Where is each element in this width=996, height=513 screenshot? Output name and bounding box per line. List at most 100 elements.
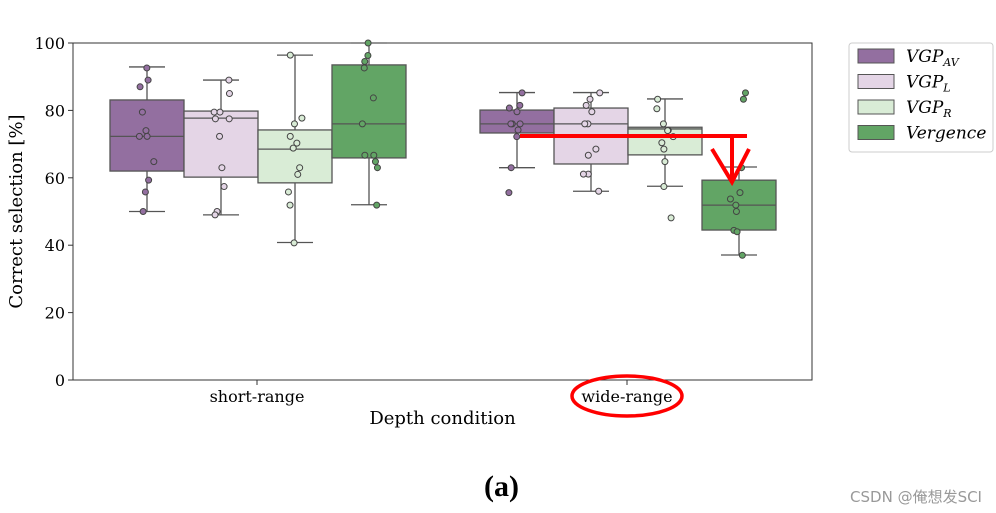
data-point [581,120,589,128]
data-point [364,51,372,59]
data-point [286,201,294,209]
data-point [298,114,306,122]
legend-swatch [857,74,895,89]
data-point [658,139,666,147]
data-point [654,95,662,103]
data-point [286,132,294,140]
data-point [143,64,151,72]
data-point [516,101,524,109]
data-point [225,90,233,98]
data-point [653,105,661,113]
legend-label: Vergence [906,124,986,144]
data-point [660,145,668,153]
data-point [516,120,524,128]
data-point [290,120,298,128]
data-point [290,239,298,247]
y-tick-label: 40 [45,236,65,255]
data-point [225,76,233,84]
legend-label: VGPAV [906,47,960,69]
data-point [371,158,379,166]
legend-swatch [857,125,895,140]
data-point [513,108,521,116]
data-point [138,108,146,116]
data-point [659,120,667,128]
data-point [150,158,158,166]
legend-swatch [857,99,895,115]
data-point [294,170,302,178]
data-point [210,108,218,116]
annotation-arrow-head [710,147,751,187]
x-tick-label: short-range [210,387,305,406]
data-point [661,158,669,166]
watermark: CSDN @俺想发SCI [850,488,982,506]
data-point [369,94,377,102]
data-point [588,108,596,116]
data-point [507,164,515,172]
data-point [741,89,749,97]
data-point [216,108,224,116]
data-point [216,132,224,140]
data-point [218,164,226,172]
data-point [144,76,152,84]
data-point [507,120,515,128]
plot-frame [72,42,813,381]
data-point [360,64,368,72]
data-point [736,189,744,197]
data-point [505,104,513,112]
data-point [596,89,604,97]
legend-label: VGPL [906,73,951,95]
data-point [225,115,233,123]
data-point [370,151,378,159]
data-point [518,89,526,97]
data-point [145,176,153,184]
data-point [579,170,587,178]
data-point [220,183,228,191]
box-vgp-l [183,110,259,178]
y-tick-label: 80 [45,101,65,120]
data-point [513,133,521,141]
data-point [361,58,369,66]
legend-label: VGPR [906,98,952,120]
figure-caption: (a) [484,470,519,503]
data-point [286,51,294,59]
data-point [726,195,734,203]
data-point [296,164,304,172]
data-point [373,201,381,209]
data-point [595,187,603,195]
data-point [733,228,741,236]
data-point [582,101,590,109]
data-point [667,214,675,222]
data-point [284,188,292,196]
legend-swatch [857,48,895,64]
data-point [664,127,672,135]
data-point [373,164,381,172]
data-point [136,83,144,91]
x-axis-label: Depth condition [369,408,516,429]
data-point [289,144,297,152]
data-point [739,95,747,103]
data-point [143,132,151,140]
y-axis-label: Correct selection [%] [6,114,27,308]
data-point [141,188,149,196]
data-point [142,127,150,135]
data-point [732,208,740,215]
legend-box [848,42,994,153]
data-point [211,115,219,123]
data-point [592,145,600,153]
data-point [211,211,219,219]
data-point [139,208,147,215]
data-point [293,139,301,147]
data-point [358,120,366,128]
y-tick-label: 20 [45,304,65,323]
x-tick-label: wide-range [581,387,672,406]
data-point [364,39,372,47]
y-tick-label: 0 [55,371,65,390]
data-point [586,95,594,103]
data-point [135,132,143,140]
data-point [584,151,592,159]
data-point [732,201,740,209]
y-tick-label: 100 [34,34,65,53]
box-vergence [331,64,407,159]
y-tick-label: 60 [45,169,65,188]
